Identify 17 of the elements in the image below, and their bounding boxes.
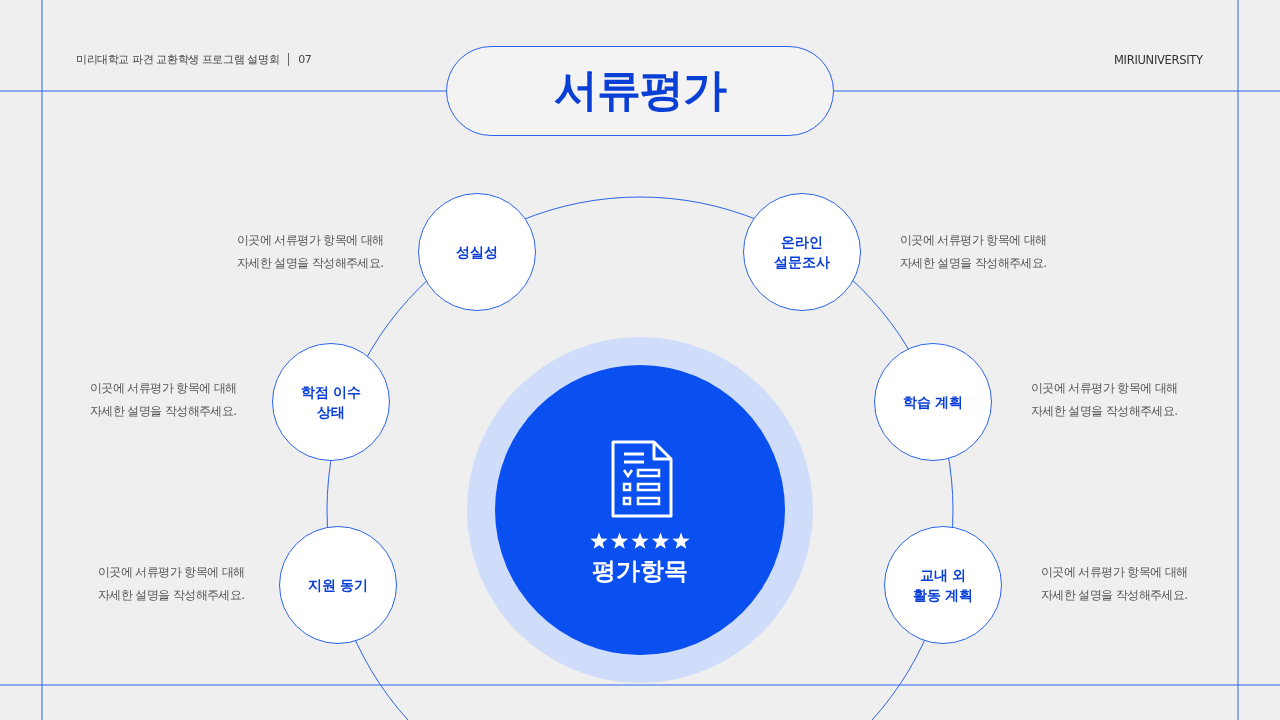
item-label: 학점 이수 상태 [299, 383, 363, 422]
title-banner: 서류평가 [446, 46, 834, 136]
header-text: 미리대학교 파견 교환학생 프로그램 설명회 [76, 52, 280, 67]
description-text: 이곳에 서류평가 항목에 대해 자세한 설명을 작성해주세요. [237, 232, 385, 272]
description-text: 이곳에 서류평가 항목에 대해 자세한 설명을 작성해주세요. [1031, 380, 1179, 420]
university-name: MIRIUNIVERSITY [1114, 53, 1203, 67]
description-text: 이곳에 서류평가 항목에 대해 자세한 설명을 작성해주세요. [1041, 564, 1189, 604]
item-label: 지원 동기 [306, 576, 370, 595]
item-label: 성실성 [455, 243, 499, 262]
item-label: 교내 외 활동 계획 [911, 566, 975, 605]
description-text: 이곳에 서류평가 항목에 대해 자세한 설명을 작성해주세요. [98, 564, 246, 604]
item-label: 학습 계획 [901, 393, 965, 412]
item-label: 온라인 설문조사 [773, 233, 831, 272]
center-label: 평가항목 [591, 556, 689, 587]
page-number: 07 [298, 53, 312, 66]
description-text: 이곳에 서류평가 항목에 대해 자세한 설명을 작성해주세요. [90, 380, 238, 420]
description-text: 이곳에 서류평가 항목에 대해 자세한 설명을 작성해주세요. [900, 232, 1048, 272]
